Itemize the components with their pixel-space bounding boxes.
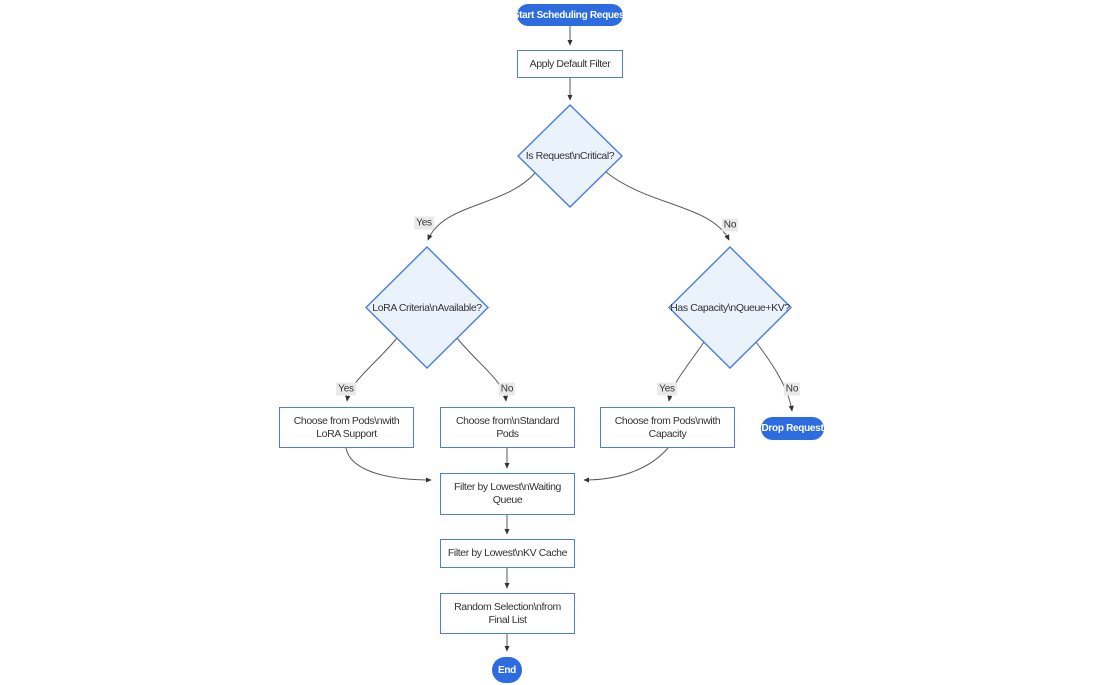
- node-choose-pods-capacity: Choose from Pods\nwith Capacity: [600, 407, 735, 448]
- node-drop-request: Drop Request: [761, 417, 824, 440]
- edge-critical-no-to-capacity: [605, 171, 730, 241]
- node-choose-standard-pods: Choose from\nStandard Pods: [440, 407, 575, 448]
- edge-choose-capacity-to-filter-queue: [583, 447, 669, 483]
- edge-critical-yes-to-lora: [427, 172, 536, 241]
- node-start: Start Scheduling Request: [513, 4, 628, 26]
- node-end: End: [492, 657, 522, 683]
- decision-lora-criteria: [365, 246, 489, 369]
- node-choose-pods-lora: Choose from Pods\nwith LoRA Support: [279, 407, 414, 448]
- edge-label-lora-yes: Yes: [336, 382, 356, 396]
- decision-has-capacity: [668, 246, 792, 369]
- edge-label-critical-yes: Yes: [414, 216, 434, 230]
- edge-capacity-no-to-drop: [755, 341, 794, 412]
- label-is-request-critical: Is Request\nCritical?: [525, 150, 615, 162]
- node-random-selection: Random Selection\nfrom Final List: [440, 593, 575, 634]
- edge-label-lora-no: No: [498, 382, 516, 396]
- label-lora-criteria: LoRA Criteria\nAvailable?: [372, 302, 482, 314]
- node-apply-default-filter: Apply Default Filter: [517, 50, 623, 78]
- edge-capacity-yes-to-choose-capacity: [667, 341, 705, 402]
- label-has-capacity: Has Capacity\nQueue+KV?: [670, 302, 790, 314]
- node-filter-kv-cache: Filter by Lowest\nKV Cache: [440, 539, 575, 568]
- decision-is-request-critical: [517, 104, 623, 208]
- edge-choose-lora-to-filter-queue: [345, 447, 432, 483]
- edge-label-critical-no: No: [721, 218, 739, 232]
- edge-label-capacity-no: No: [783, 382, 801, 396]
- edge-label-capacity-yes: Yes: [657, 382, 677, 396]
- node-filter-waiting-queue: Filter by Lowest\nWaiting Queue: [440, 473, 575, 515]
